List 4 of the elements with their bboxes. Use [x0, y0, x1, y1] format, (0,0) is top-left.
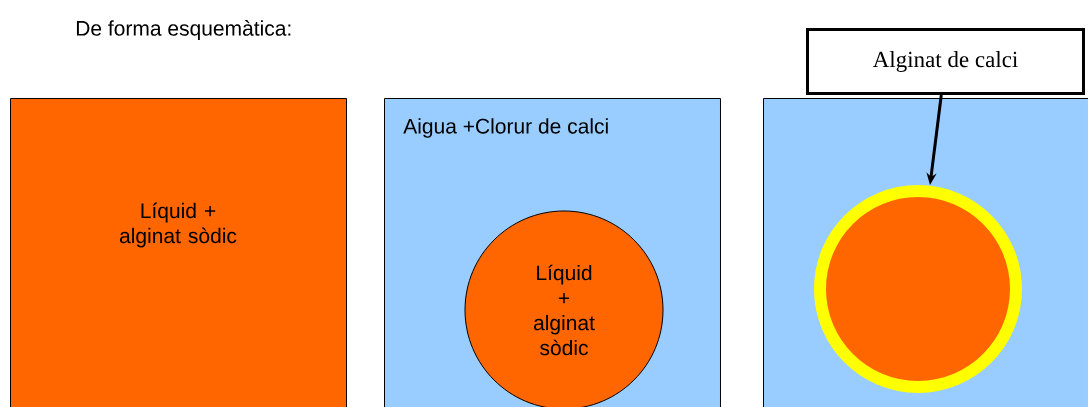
heading: De forma esquemàtica: — [76, 20, 291, 40]
process-box: Líquid + alginat sòdic — [10, 98, 347, 407]
callout-box: Alginat de calci — [806, 28, 1085, 95]
coated-sphere — [814, 185, 1022, 393]
